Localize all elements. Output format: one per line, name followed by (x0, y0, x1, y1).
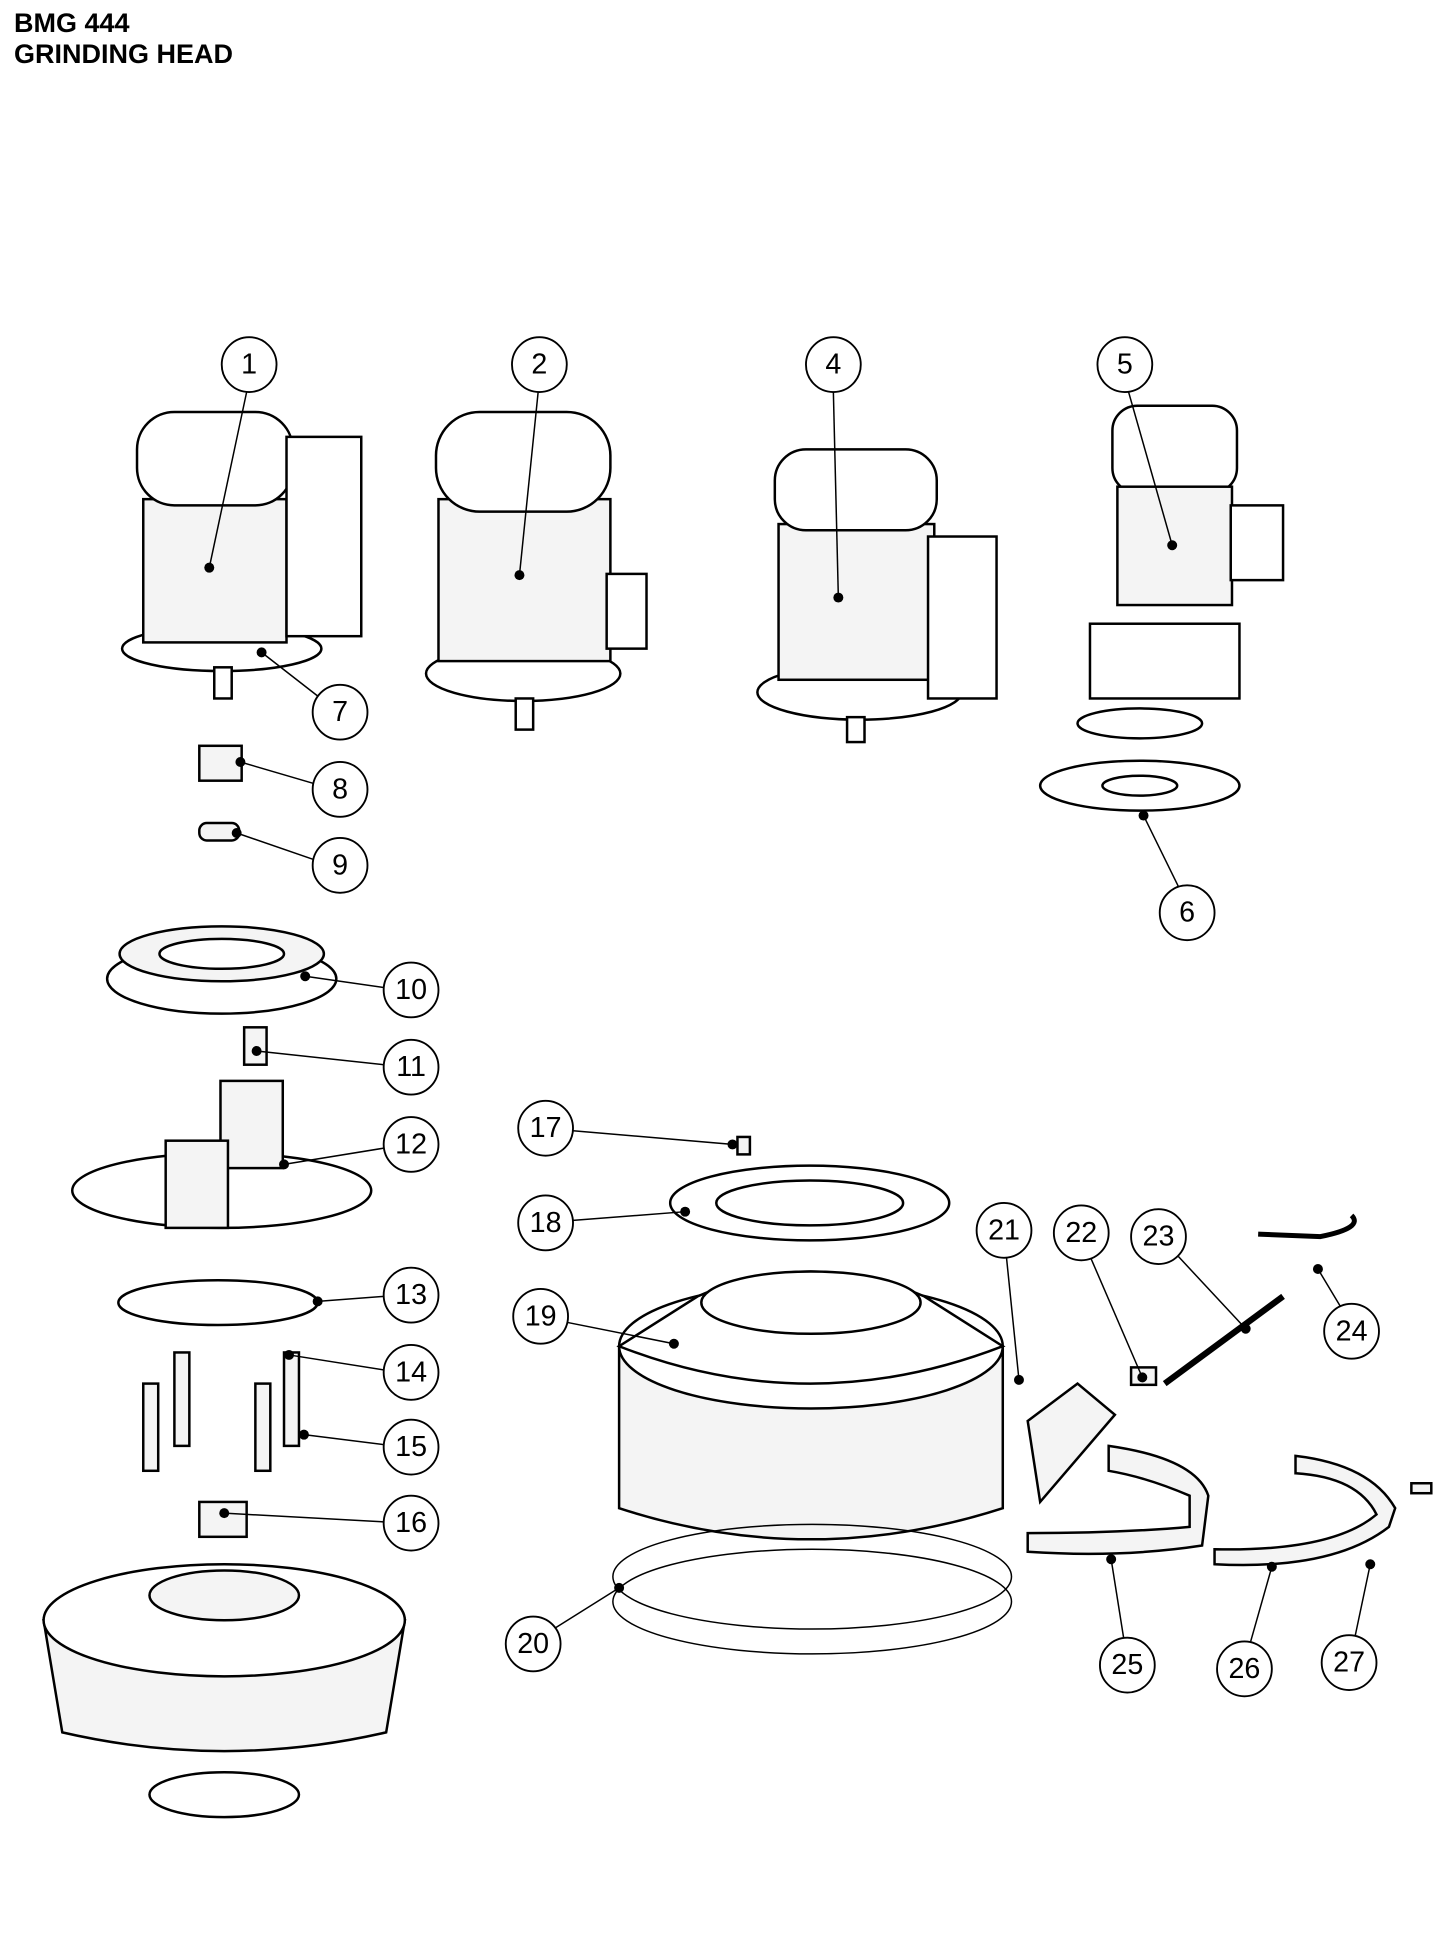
assembly-name: GRINDING HEAD (14, 39, 234, 69)
callout-20[interactable]: 20 (504, 1582, 625, 1673)
callout-7[interactable]: 7 (256, 647, 369, 741)
callout-8[interactable]: 8 (235, 757, 369, 818)
svg-text:20: 20 (517, 1628, 549, 1660)
callout-25[interactable]: 25 (1099, 1554, 1156, 1694)
callout-13[interactable]: 13 (312, 1266, 440, 1324)
motor-1 (120, 410, 363, 700)
coupling-8 (198, 744, 243, 782)
housing-19 (616, 1270, 1117, 1541)
svg-text:14: 14 (395, 1356, 427, 1388)
callout-14[interactable]: 14 (284, 1344, 440, 1401)
svg-text:8: 8 (332, 773, 348, 805)
callout-24[interactable]: 24 (1312, 1264, 1380, 1360)
callout-5[interactable]: 5 (1096, 336, 1178, 551)
svg-text:19: 19 (525, 1300, 557, 1332)
svg-text:21: 21 (988, 1214, 1020, 1246)
callout-23[interactable]: 23 (1130, 1208, 1251, 1334)
grinding-head-base (42, 1562, 407, 1819)
svg-text:4: 4 (825, 349, 841, 381)
svg-text:25: 25 (1111, 1649, 1143, 1681)
motor-4 (756, 448, 998, 744)
svg-text:12: 12 (395, 1128, 427, 1160)
callout-27[interactable]: 27 (1320, 1559, 1378, 1691)
model-name: BMG 444 (14, 8, 130, 38)
coupling-16 (198, 1500, 248, 1539)
svg-text:15: 15 (395, 1431, 427, 1463)
callout-16[interactable]: 16 (219, 1494, 440, 1552)
diagram-title: BMG 444 GRINDING HEAD (14, 8, 233, 70)
svg-text:13: 13 (395, 1279, 427, 1311)
bolt-11 (242, 1026, 268, 1066)
callout-15[interactable]: 15 (298, 1418, 440, 1476)
svg-text:11: 11 (396, 1051, 426, 1083)
plate-12 (71, 1079, 373, 1230)
callout-10[interactable]: 10 (300, 961, 440, 1019)
callout-22[interactable]: 22 (1052, 1204, 1148, 1383)
svg-text:23: 23 (1143, 1221, 1175, 1253)
svg-text:24: 24 (1336, 1315, 1368, 1347)
svg-text:10: 10 (395, 974, 427, 1006)
callout-21[interactable]: 21 (975, 1202, 1033, 1385)
motor-5-gear (1038, 404, 1285, 812)
bracket-26 (1213, 1454, 1397, 1567)
callout-4[interactable]: 4 (805, 336, 862, 603)
svg-text:26: 26 (1229, 1653, 1261, 1685)
gasket-13 (117, 1278, 319, 1327)
skirt-ring-20 (612, 1523, 1013, 1655)
screw-27 (1410, 1482, 1433, 1495)
svg-text:1: 1 (241, 349, 257, 381)
callout-17[interactable]: 17 (517, 1099, 738, 1157)
callout-18[interactable]: 18 (517, 1194, 691, 1252)
hose-23 (1162, 1293, 1285, 1387)
svg-text:22: 22 (1065, 1217, 1097, 1249)
flange-10 (105, 925, 338, 1015)
svg-text:18: 18 (530, 1207, 562, 1239)
svg-text:5: 5 (1117, 349, 1133, 381)
callouts: 1 2 4 5 6 7 8 9 10 11 12 13 14 15 16 17 … (204, 336, 1380, 1698)
callout-6[interactable]: 6 (1138, 810, 1216, 942)
motor-2 (424, 410, 648, 731)
svg-text:6: 6 (1179, 897, 1195, 929)
callout-19[interactable]: 19 (512, 1287, 679, 1349)
svg-text:16: 16 (395, 1507, 427, 1539)
callout-11[interactable]: 11 (251, 1038, 440, 1096)
callout-12[interactable]: 12 (279, 1116, 440, 1173)
fitting-24 (1258, 1213, 1357, 1240)
bolts-14-15 (142, 1351, 301, 1473)
callout-26[interactable]: 26 (1216, 1561, 1277, 1698)
bracket-25 (1026, 1444, 1210, 1556)
svg-text:9: 9 (332, 849, 348, 881)
svg-text:17: 17 (530, 1112, 562, 1144)
svg-text:2: 2 (531, 349, 547, 381)
callout-2[interactable]: 2 (511, 336, 568, 581)
svg-text:7: 7 (332, 696, 348, 728)
callout-1[interactable]: 1 (204, 336, 278, 573)
callout-9[interactable]: 9 (231, 828, 369, 894)
ring-18 (668, 1164, 951, 1242)
screw-17 (736, 1135, 752, 1156)
svg-text:27: 27 (1333, 1647, 1365, 1679)
